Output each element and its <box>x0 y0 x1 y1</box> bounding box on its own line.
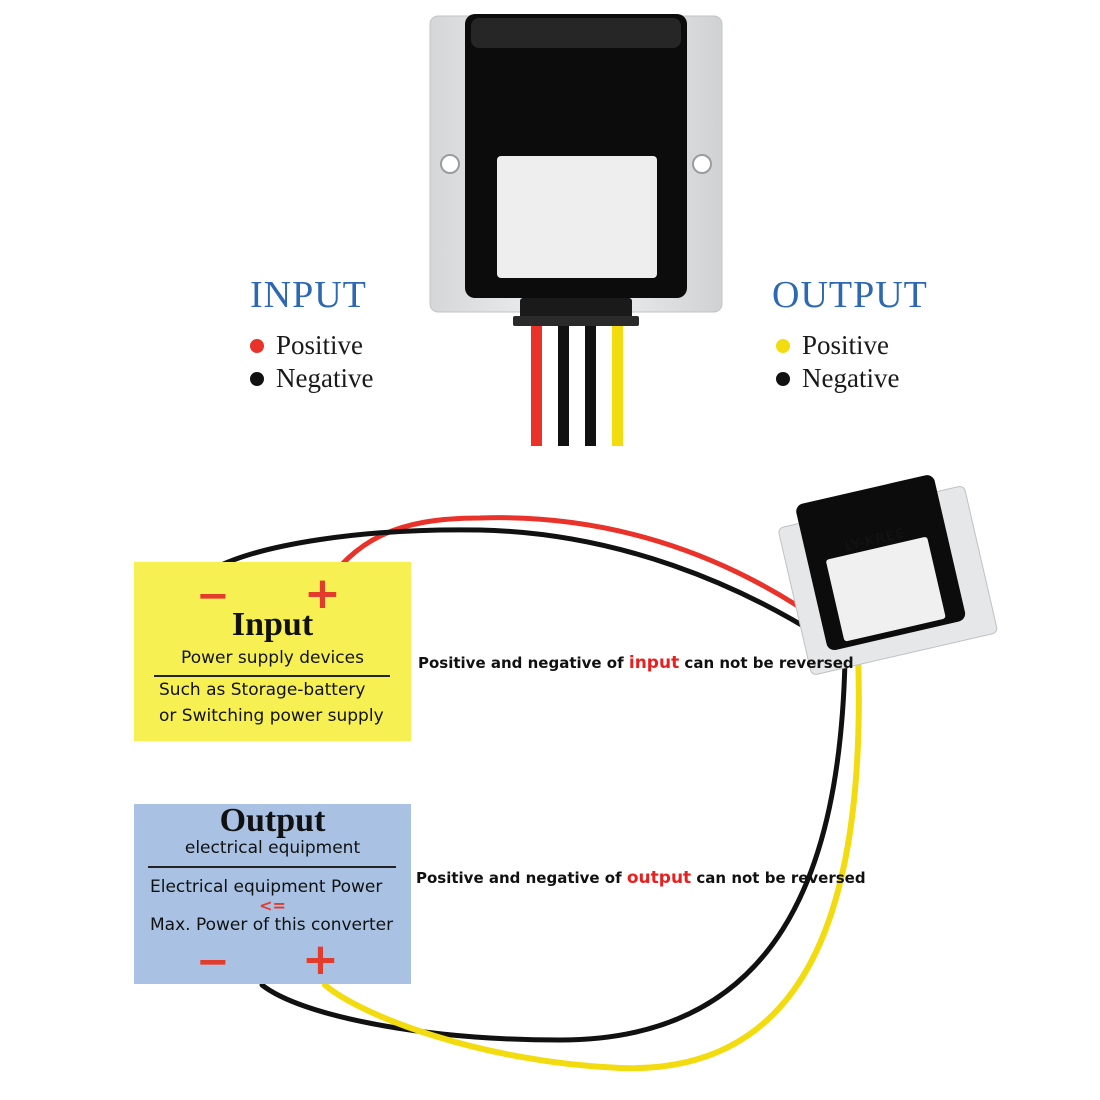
input-panel-subtitle: Power supply devices <box>181 648 364 668</box>
output-note-suffix: can not be reversed <box>691 869 866 887</box>
input-polarity-note: Positive and negative of input can not b… <box>418 653 854 673</box>
input-minus-sign: − <box>196 573 230 619</box>
mounting-hole-icon <box>692 154 712 174</box>
yellow-wire <box>612 326 623 446</box>
output-panel-subtitle: electrical equipment <box>184 838 361 858</box>
input-legend-negative: Negative <box>250 363 373 394</box>
input-note-suffix: can not be reversed <box>679 654 854 672</box>
black-dot-icon <box>776 371 790 386</box>
black-dot-icon <box>250 371 264 386</box>
input-panel-line1: Such as Storage-battery <box>159 680 366 700</box>
converter-device-top <box>429 14 723 446</box>
output-polarity-note: Positive and negative of output can not … <box>416 868 866 888</box>
output-panel: Output electrical equipment Electrical e… <box>134 802 411 985</box>
output-positive-wire <box>322 649 862 1072</box>
black-wire <box>558 326 569 446</box>
mounting-hole-icon <box>440 154 460 174</box>
device-label <box>497 156 657 278</box>
input-legend: Positive Negative <box>250 330 373 394</box>
input-positive-wire <box>317 515 833 631</box>
output-panel-line2: Max. Power of this converter <box>150 915 394 935</box>
output-heading: OUTPUT <box>772 274 928 316</box>
output-panel-comparator: <= <box>259 896 286 915</box>
input-panel-title: Input <box>231 606 314 643</box>
output-positive-label: Positive <box>802 330 890 360</box>
input-note-prefix: Positive and negative of <box>418 654 629 672</box>
output-negative-wire <box>259 657 848 1043</box>
input-negative-label: Negative <box>276 363 374 393</box>
input-panel-divider <box>154 675 390 677</box>
output-legend: Positive Negative <box>776 330 899 394</box>
output-panel-title: Output <box>219 802 326 839</box>
output-panel-divider <box>148 866 396 868</box>
input-note-highlight: input <box>628 653 680 673</box>
input-positive-label: Positive <box>276 330 364 360</box>
black-wire <box>585 326 596 446</box>
input-negative-wire <box>212 527 829 643</box>
output-note-prefix: Positive and negative of <box>416 869 627 887</box>
yellow-dot-icon <box>776 338 790 353</box>
input-heading: INPUT <box>250 274 367 316</box>
input-panel: − + Input Power supply devices Such as S… <box>134 562 411 741</box>
red-dot-icon <box>250 338 264 353</box>
output-minus-sign: − <box>196 939 230 985</box>
output-legend-negative: Negative <box>776 363 899 394</box>
output-note-highlight: output <box>626 868 692 888</box>
output-plus-sign: + <box>302 934 339 985</box>
output-legend-positive: Positive <box>776 330 899 361</box>
output-negative-label: Negative <box>802 363 900 393</box>
input-plus-sign: + <box>304 568 341 619</box>
input-panel-line2: or Switching power supply <box>159 706 384 726</box>
output-panel-line1: Electrical equipment Power <box>150 877 383 897</box>
red-wire <box>531 326 542 446</box>
input-legend-positive: Positive <box>250 330 373 361</box>
